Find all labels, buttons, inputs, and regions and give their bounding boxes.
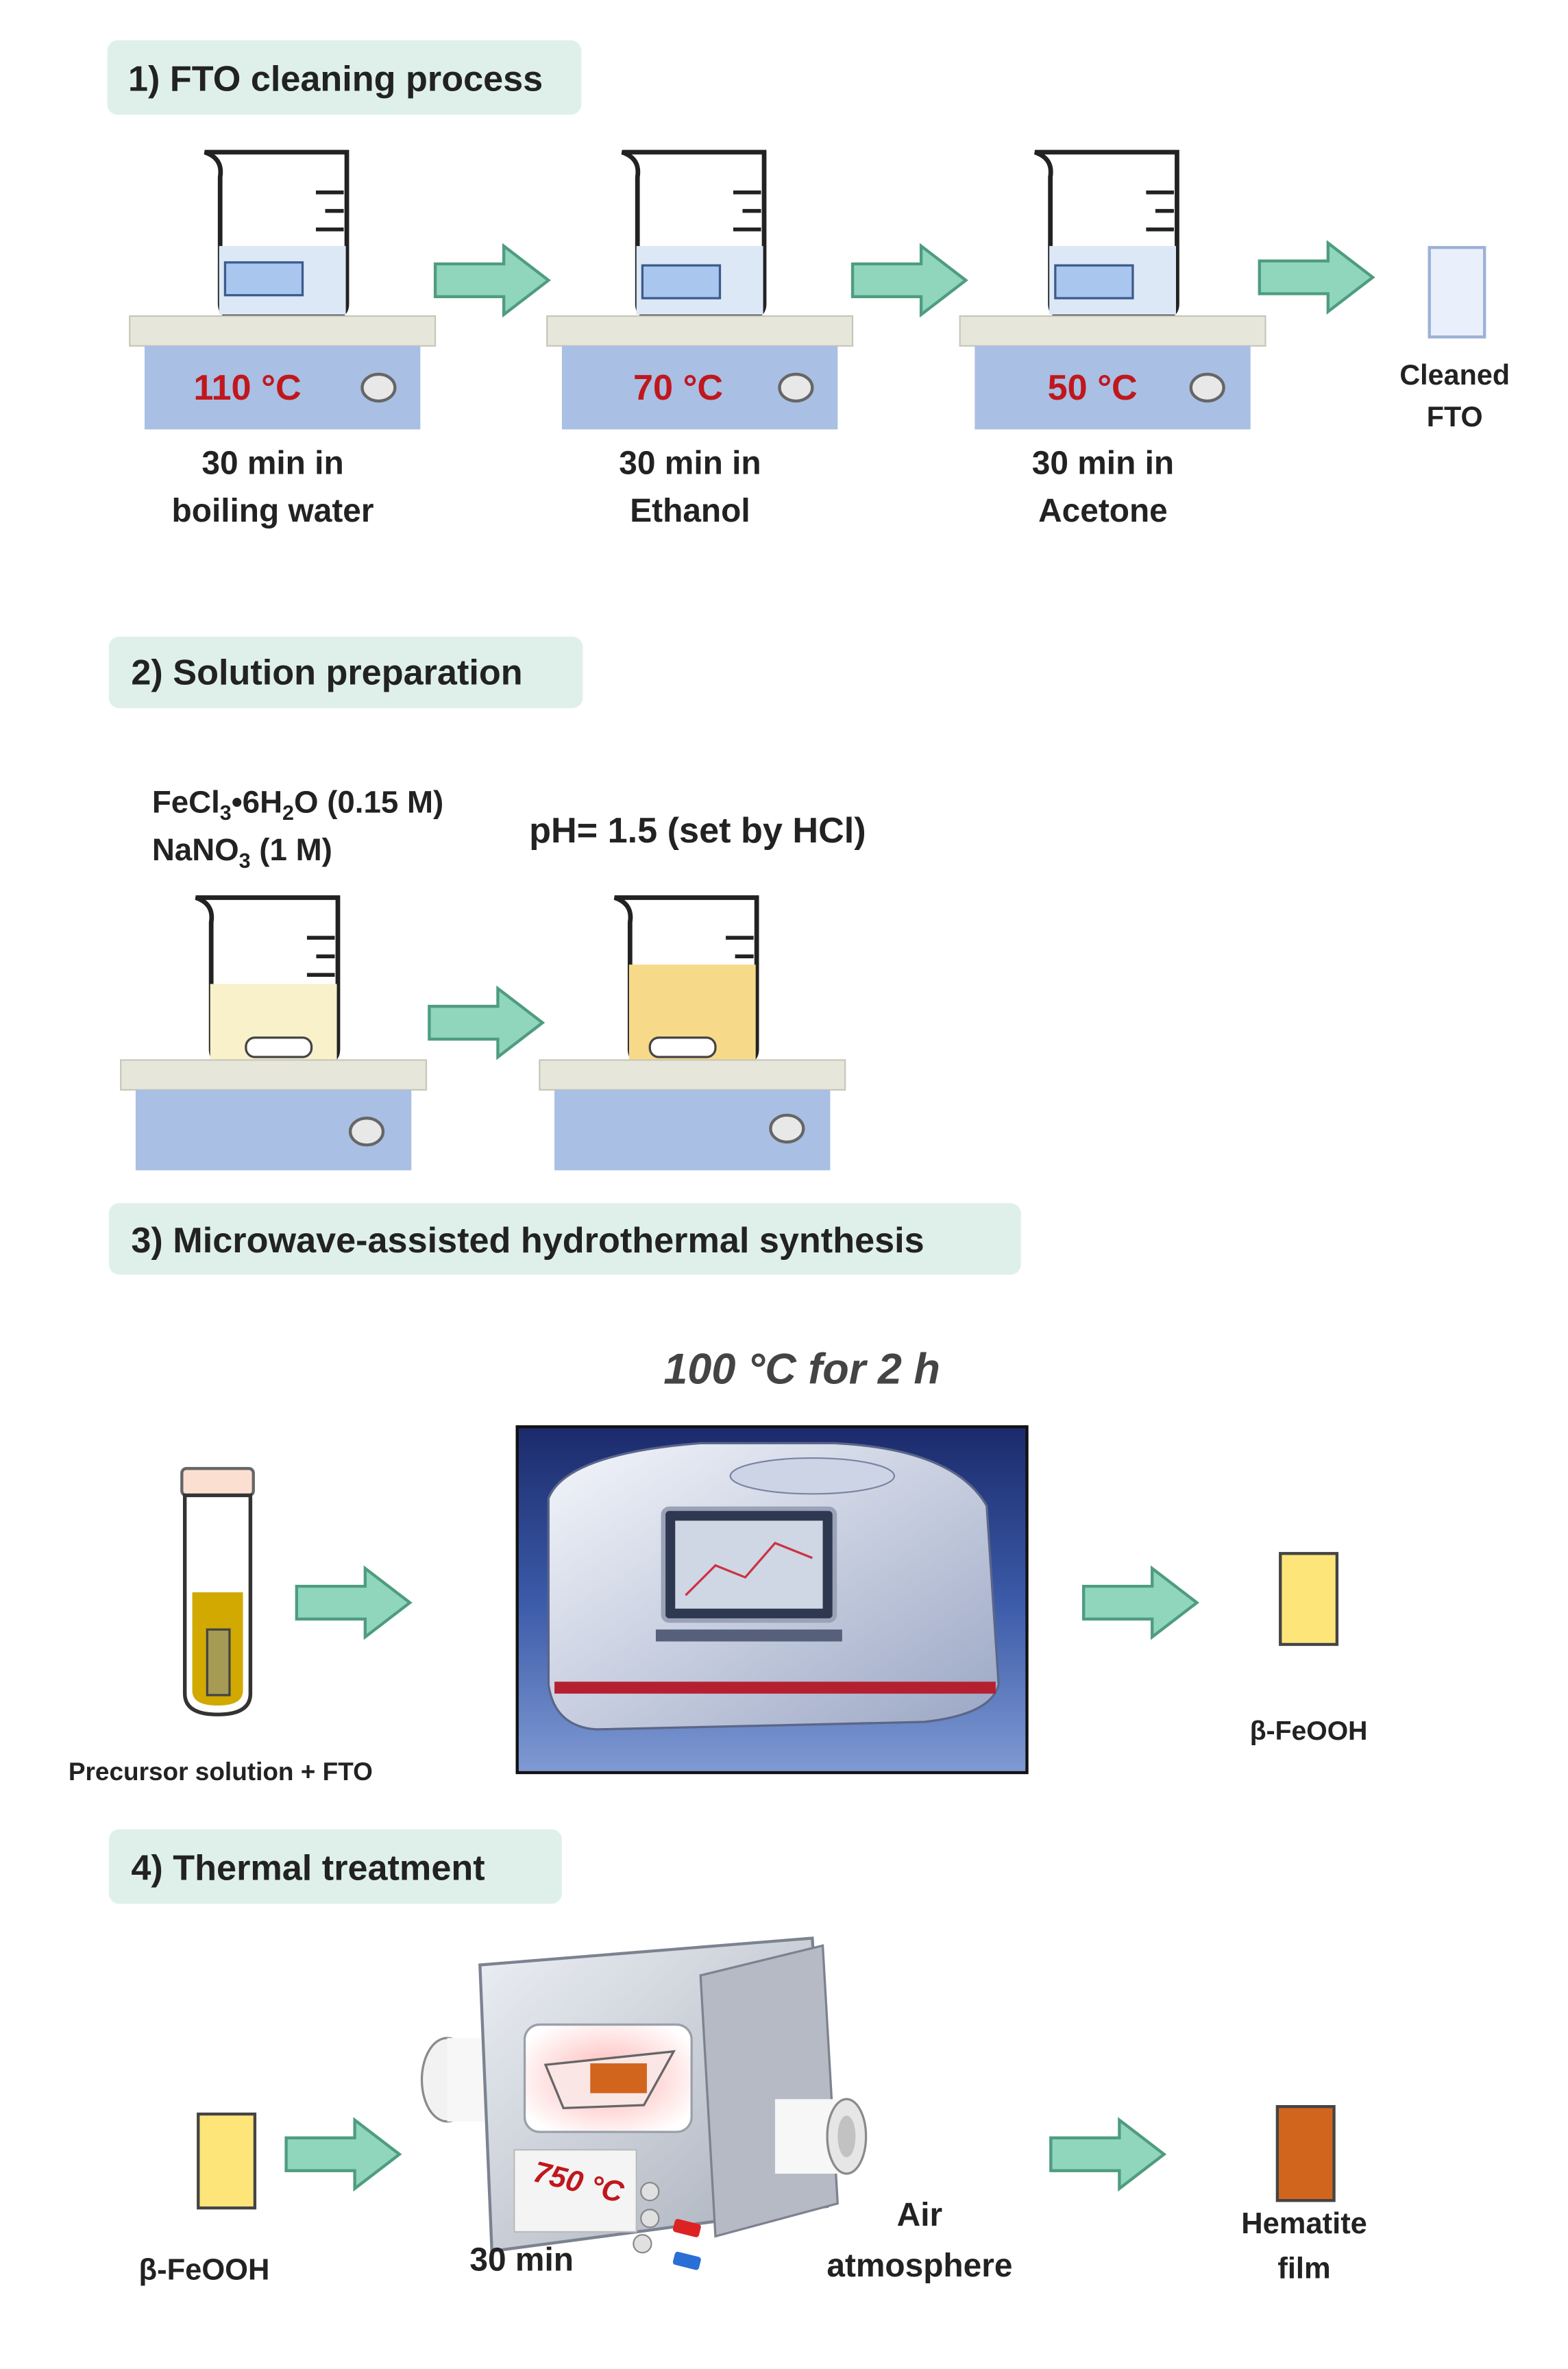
stir-bar-icon <box>648 1036 717 1058</box>
reagent-2-main: NaNO <box>152 832 239 867</box>
arrow-right-icon <box>853 246 966 315</box>
step-solvent-label: Ethanol <box>630 493 750 529</box>
reactor-red-stripe <box>554 1681 996 1694</box>
reagent-1-label: FeCl3•6H2O (0.15 M) <box>152 784 443 825</box>
section-4-thermal: 4) Thermal treatment β-FeOOH 750 °C 30 m… <box>108 1829 1367 2286</box>
hematite-label-2: film <box>1277 2252 1330 2285</box>
reagent-2-tail: (1 M) <box>251 832 332 867</box>
stir-bar-icon <box>245 1036 313 1058</box>
hotplate-knob-icon <box>778 372 814 403</box>
temperature-label: 70 °C <box>633 368 723 408</box>
reagent-1-sub: 3 <box>220 801 232 825</box>
hotplate-top <box>539 1059 846 1091</box>
solution-beaker-1 <box>120 897 428 1171</box>
section-2-header <box>108 636 583 709</box>
tube-furnace-icon: 750 °C <box>420 1936 868 2270</box>
sample-in-boat <box>590 2063 647 2093</box>
section-1-header <box>107 40 582 115</box>
furnace-time-label: 30 min <box>469 2242 574 2278</box>
temperature-label: 50 °C <box>1048 368 1138 408</box>
furnace-blue-button <box>672 2251 701 2270</box>
hotplate-knob-icon <box>348 1117 385 1147</box>
hotplate-top <box>959 315 1266 347</box>
step-duration-label: 30 min in <box>201 446 343 482</box>
reagent-2-label: NaNO3 (1 M) <box>152 832 332 873</box>
reagent-1-sub2: 2 <box>282 801 294 825</box>
hotplate-knob-icon <box>360 372 397 403</box>
reagent-2-sub: 3 <box>239 849 251 873</box>
microwave-reactor-icon <box>515 1425 1029 1775</box>
reagent-1-mid: •6H <box>232 784 282 819</box>
cleaned-fto-icon <box>1428 245 1486 339</box>
hotplate-top <box>129 315 437 347</box>
feooh-input-icon <box>197 2112 257 2210</box>
section-2-title: 2) Solution preparation <box>131 653 522 692</box>
step-duration-label: 30 min in <box>619 446 761 482</box>
hematite-label: Hematite <box>1241 2207 1367 2240</box>
section-2-solution: 2) Solution preparation FeCl3•6H2O (0.15… <box>108 636 866 1171</box>
cleaned-fto-label: Cleaned <box>1399 359 1510 391</box>
step-solvent-label: boiling water <box>172 493 374 529</box>
section-3-title: 3) Microwave-assisted hydrothermal synth… <box>131 1221 924 1261</box>
step-duration-label: 30 min in <box>1032 446 1174 482</box>
reagent-1-tail: O (0.15 M) <box>294 784 443 819</box>
test-tube-icon <box>180 1467 255 1716</box>
arrow-right-icon <box>429 988 542 1057</box>
reagent-1-main: FeCl <box>152 784 220 819</box>
arrow-right-icon <box>1083 1568 1197 1637</box>
arrow-right-icon <box>297 1568 410 1637</box>
feooh-film-icon <box>1279 1552 1339 1647</box>
furnace-side <box>699 1944 840 2238</box>
beaker-station-2: 70 °C 30 min in Ethanol <box>546 152 854 529</box>
fto-substrate-icon <box>206 1628 231 1697</box>
arrow-right-icon <box>1051 2120 1164 2189</box>
solution-beaker-2 <box>539 897 846 1171</box>
precursor-label: Precursor solution + FTO <box>69 1758 373 1786</box>
reactor-lid <box>729 1457 896 1495</box>
arrow-right-icon <box>286 2120 400 2189</box>
section-1-cleaning: 1) FTO cleaning process 110 °C 30 min in… <box>107 40 1510 529</box>
screen-graph <box>685 1542 813 1596</box>
step-solvent-label: Acetone <box>1038 493 1168 529</box>
hotplate-knob-icon <box>769 1113 805 1144</box>
section-1-title: 1) FTO cleaning process <box>128 60 543 99</box>
temperature-label: 110 °C <box>193 368 301 408</box>
furnace-red-button <box>672 2219 701 2237</box>
reactor-screen-display <box>675 1520 823 1609</box>
hotplate-top <box>546 315 854 347</box>
reactor-buttons <box>655 1629 842 1642</box>
cleaned-fto-label-2: FTO <box>1427 401 1483 433</box>
arrow-right-icon <box>1260 243 1373 312</box>
quartz-tube-opening <box>837 2115 856 2158</box>
feooh-input-label: β-FeOOH <box>139 2253 270 2286</box>
section-3-header <box>108 1203 1021 1275</box>
furnace-knob-icon <box>640 2209 660 2228</box>
section-4-header <box>108 1829 562 1904</box>
furnace-display <box>513 2149 637 2233</box>
fto-slide-icon <box>1054 264 1134 300</box>
furnace-knob-icon <box>633 2234 652 2254</box>
feooh-label: β-FeOOH <box>1250 1716 1368 1746</box>
ph-label: pH= 1.5 (set by HCl) <box>529 811 866 851</box>
section-3-microwave: 3) Microwave-assisted hydrothermal synth… <box>69 1203 1368 1786</box>
furnace-knob-icon <box>640 2182 660 2202</box>
beaker-station-3: 50 °C 30 min in Acetone <box>959 152 1266 529</box>
fto-slide-icon <box>641 264 722 300</box>
beaker-station-1: 110 °C 30 min in boiling water <box>129 152 437 529</box>
tube-cap <box>180 1467 255 1497</box>
atmosphere-label-2: atmosphere <box>826 2248 1012 2284</box>
hotplate-knob-icon <box>1189 372 1225 403</box>
hotplate-top <box>120 1059 428 1091</box>
fto-slide-icon <box>223 261 304 297</box>
hematite-film-icon <box>1275 2105 1336 2202</box>
reaction-condition-label: 100 °C for 2 h <box>663 1345 940 1393</box>
section-4-title: 4) Thermal treatment <box>131 1849 485 1888</box>
atmosphere-label: Air <box>897 2197 942 2233</box>
arrow-right-icon <box>435 246 548 315</box>
